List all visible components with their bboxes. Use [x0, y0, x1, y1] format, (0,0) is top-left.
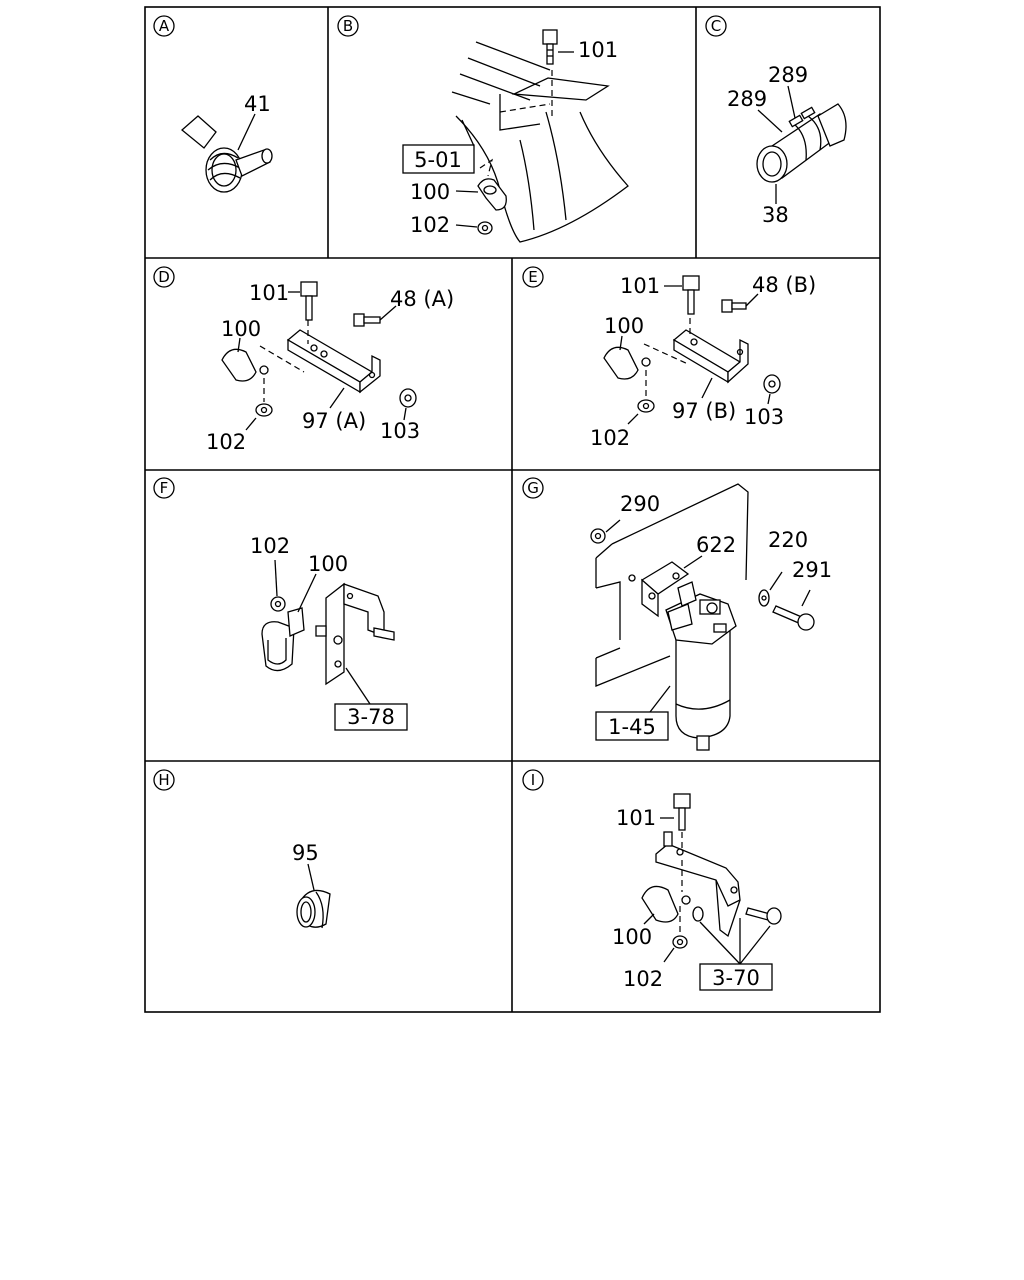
bolt-icon [745, 907, 782, 925]
part-label-289-top: 289 [768, 63, 808, 87]
washer-220-icon [758, 589, 770, 607]
bracket-icon [315, 582, 395, 686]
clip-100-icon [603, 346, 651, 380]
panel-letter: A [159, 17, 170, 35]
nut-102-icon [637, 399, 655, 413]
panel-h: H 95 [153, 769, 331, 929]
frame-rail-icon [451, 41, 629, 243]
panel-letter: I [531, 771, 535, 789]
part-label-290: 290 [620, 492, 660, 516]
part-label-100: 100 [604, 314, 644, 338]
part-label-291: 291 [792, 558, 832, 582]
hose-clamp-icon [180, 115, 273, 193]
clip-100-icon [221, 348, 269, 382]
panel-i: I 101 100 102 [522, 769, 782, 991]
part-label-97b: 97 (B) [672, 399, 736, 423]
part-label-289-left: 289 [727, 87, 767, 111]
part-label-38: 38 [762, 203, 789, 227]
nut-103-icon [763, 374, 781, 394]
part-label-102: 102 [410, 213, 450, 237]
panel-letter: H [158, 771, 169, 789]
part-label-101: 101 [578, 38, 618, 62]
nut-102-icon [672, 935, 688, 949]
bolt-291-icon [772, 605, 815, 631]
panel-letter: F [160, 479, 169, 497]
part-label-48b: 48 (B) [752, 273, 816, 297]
part-label-220: 220 [768, 528, 808, 552]
frame-rail-icon [595, 483, 749, 687]
screw-48a-icon [353, 313, 381, 327]
part-label-101: 101 [620, 274, 660, 298]
part-label-100: 100 [410, 180, 450, 204]
part-label-41: 41 [244, 92, 271, 116]
bolt-101-icon [542, 29, 558, 65]
part-label-101: 101 [616, 806, 656, 830]
nut-103-icon [399, 388, 417, 408]
part-label-100: 100 [308, 552, 348, 576]
plate-622-icon [640, 561, 690, 618]
part-label-101: 101 [249, 281, 289, 305]
part-label-102: 102 [250, 534, 290, 558]
ref-box-3-70: 3-70 [712, 966, 760, 990]
panel-letter: E [528, 268, 537, 286]
nut-102-icon [255, 403, 273, 417]
panel-e: E 101 48 (B) 100 [522, 266, 816, 450]
grid-frame [144, 6, 881, 1013]
part-label-100: 100 [612, 925, 652, 949]
screw-48b-icon [721, 299, 747, 313]
part-label-102: 102 [590, 426, 630, 450]
clip-100-icon [641, 885, 691, 923]
ref-box-1-45: 1-45 [608, 715, 656, 739]
clip-100-icon [261, 607, 305, 672]
fuel-filter-icon [665, 581, 737, 751]
bolt-101-icon [300, 281, 318, 321]
part-label-103: 103 [380, 419, 420, 443]
panel-a: A 41 [153, 15, 273, 193]
part-label-102: 102 [206, 430, 246, 454]
panel-d: D 101 48 (A) 100 [153, 266, 454, 454]
panel-letter: G [527, 479, 539, 497]
part-label-97a: 97 (A) [302, 409, 366, 433]
grommet-95-icon [296, 889, 331, 929]
part-label-103: 103 [744, 405, 784, 429]
nut-290-icon [590, 528, 606, 544]
nut-102-icon [477, 221, 493, 235]
washer-icon [692, 906, 704, 922]
part-label-102: 102 [623, 967, 663, 991]
panel-c: C 289 289 38 [705, 15, 847, 227]
panel-letter: D [158, 268, 170, 286]
bracket-97b-icon [672, 329, 749, 384]
panel-b: B 101 5-01 [337, 15, 629, 243]
ref-box-3-78: 3-78 [347, 705, 395, 729]
clip-100-icon [477, 158, 507, 211]
bolt-101-icon [673, 793, 691, 831]
part-label-95: 95 [292, 841, 319, 865]
hose-joint-icon [756, 103, 847, 183]
panel-f: F 102 100 3-78 [153, 477, 408, 731]
bracket-97a-icon [286, 329, 381, 394]
panel-g: G 290 622 [522, 477, 832, 751]
ref-box-5-01: 5-01 [414, 148, 462, 172]
part-label-100: 100 [221, 317, 261, 341]
bracket-icon [655, 831, 741, 938]
nut-102-icon [270, 596, 286, 612]
part-label-48a: 48 (A) [390, 287, 454, 311]
part-label-622: 622 [696, 533, 736, 557]
panel-letter: C [711, 17, 721, 35]
panel-letter: B [343, 17, 353, 35]
bolt-101-icon [682, 275, 700, 315]
